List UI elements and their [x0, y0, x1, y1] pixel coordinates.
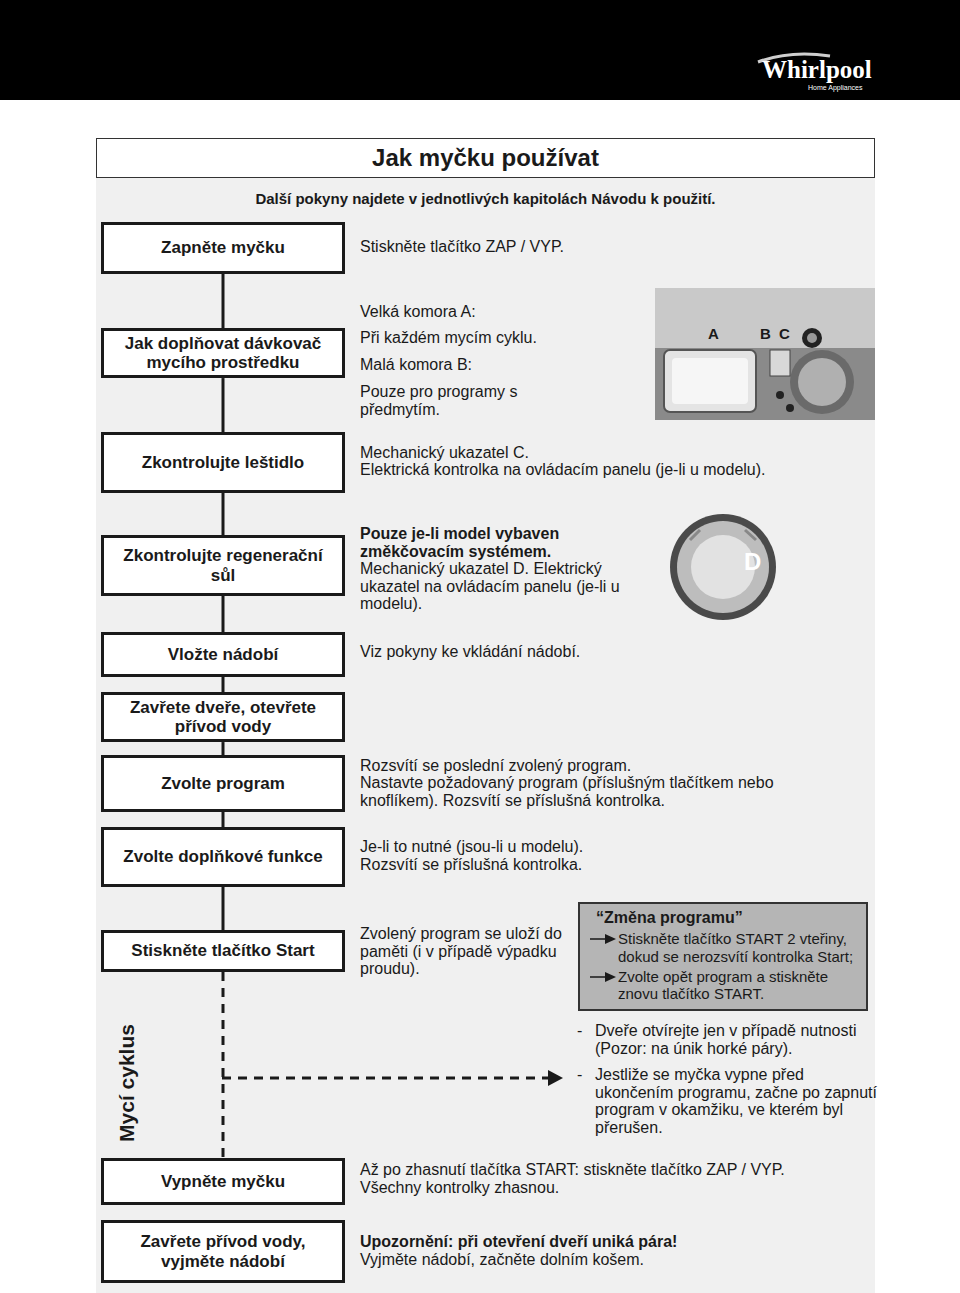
flow-connector — [223, 493, 224, 535]
content-ground — [96, 178, 875, 1293]
note-text: Zvolte opět program a stiskněte znovu tl… — [618, 968, 860, 1003]
step-note: Všechny kontrolky zhasnou. — [360, 1179, 850, 1197]
step-note: Pouze pro programy s předmytím. — [360, 383, 570, 418]
subtitle: Další pokyny najdete v jednotlivých kapi… — [96, 191, 875, 208]
connector-line — [222, 812, 225, 827]
bullet: - — [577, 1022, 591, 1040]
row-arrow-head — [605, 972, 616, 982]
connector-line — [222, 887, 225, 930]
step-note: Při každém mycím cyklu. — [360, 329, 640, 347]
step-note: Pouze je-li model vybaven změkčovacím sy… — [360, 525, 650, 560]
step-note: Dveře otvírejte jen v případě nutnosti (… — [595, 1022, 880, 1057]
title-text: Jak myčku používat — [372, 144, 599, 172]
step-note: Jestliže se myčka vypne před ukončením p… — [595, 1066, 880, 1136]
box-label: Zapněte myčku — [161, 238, 285, 257]
logo-subtext: Home Appliances — [808, 84, 878, 92]
box-label: Vypněte myčku — [161, 1172, 285, 1191]
note-row: Stiskněte tlačítko START 2 vteřiny, doku… — [586, 930, 860, 965]
box-label: Zavřete přívod vody, vyjměte nádobí — [110, 1232, 336, 1270]
connector-line — [222, 378, 225, 432]
flow-connector — [223, 378, 224, 432]
header-bar — [0, 0, 960, 100]
connector-line — [222, 493, 225, 535]
process-box: Zkontrolujte regenerační sůl — [101, 535, 345, 596]
title-box: Jak myčku používat — [96, 138, 875, 178]
row-arrow — [588, 933, 618, 945]
process-box: Zapněte myčku — [101, 222, 345, 274]
row-arrow — [588, 971, 618, 983]
step-note: Je-li to nutné (jsou-li u modelu). — [360, 838, 780, 856]
process-box: Zavřete přívod vody, vyjměte nádobí — [101, 1220, 345, 1283]
process-box: Zvolte doplňkové funkce — [101, 827, 345, 887]
flow-connector — [223, 677, 224, 692]
process-box: Zkontrolujte leštidlo — [101, 432, 345, 493]
part-letter: B — [760, 326, 780, 343]
note-heading: “Změna programu” — [586, 909, 860, 927]
dispenser-photo — [655, 288, 875, 420]
step-note: Vyjměte nádobí, začněte dolním košem. — [360, 1251, 850, 1269]
process-box: Zvolte program — [101, 755, 345, 812]
process-box: Jak doplňovat dávkovač mycího prostředku — [101, 328, 345, 378]
process-box: Stiskněte tlačítko Start — [101, 930, 345, 972]
process-box: Vypněte myčku — [101, 1158, 345, 1205]
note-text: Stiskněte tlačítko START 2 vteřiny, doku… — [618, 930, 860, 965]
flow-connector — [223, 742, 224, 755]
connector-line — [222, 274, 225, 328]
step-note: Rozsvítí se příslušná kontrolka. — [360, 856, 780, 874]
warning-note: Upozornění: při otevření dveří uniká pár… — [360, 1233, 850, 1251]
step-note: Elektrická kontrolka na ovládacím panelu… — [360, 461, 870, 479]
arrow-head — [548, 1070, 563, 1086]
box-label: Jak doplňovat dávkovač mycího prostředku — [110, 334, 336, 372]
row-arrow-shaft — [590, 976, 606, 978]
box-label: Zkontrolujte regenerační sůl — [110, 546, 336, 584]
note-row: Zvolte opět program a stiskněte znovu tl… — [586, 968, 860, 1003]
flow-connector — [223, 887, 224, 930]
note-box: “Změna programu” Stiskněte tlačítko START… — [578, 902, 868, 1011]
step-note: Mechanický ukazatel D. Elektrický ukazat… — [360, 560, 650, 613]
step-note: Rozsvítí se poslední zvolený program. — [360, 757, 840, 775]
step-note: Viz pokyny ke vkládání nádobí. — [360, 643, 780, 661]
connector-line — [222, 742, 225, 755]
box-label: Stiskněte tlačítko Start — [131, 941, 314, 960]
flow-connector — [223, 972, 224, 1158]
salt-cap-photo — [670, 514, 776, 620]
box-label: Zvolte program — [161, 774, 285, 793]
box-label: Zavřete dveře, otevřete přívod vody — [110, 698, 336, 736]
part-letter: D — [744, 549, 774, 575]
step-note: Velká komora A: — [360, 303, 640, 321]
step-note: Zvolený program se uloží do paměti (i v … — [360, 925, 565, 978]
flow-connector — [223, 596, 224, 632]
box-label: Vložte nádobí — [168, 645, 279, 664]
logo-text: Whirlpool — [762, 56, 892, 84]
process-box: Zavřete dveře, otevřete přívod vody — [101, 692, 345, 742]
connector-line — [222, 972, 225, 1158]
flow-connector — [223, 812, 224, 827]
flow-connector — [223, 274, 224, 328]
part-letter: A — [708, 326, 728, 343]
process-box: Vložte nádobí — [101, 632, 345, 677]
row-arrow-shaft — [590, 939, 606, 941]
cycle-dashed-line — [222, 1077, 548, 1080]
step-note: Nastavte požadovaný program (příslušným … — [360, 774, 840, 809]
bullet: - — [577, 1066, 591, 1084]
step-note: Mechanický ukazatel C. — [360, 444, 870, 462]
connector-line — [222, 596, 225, 632]
part-letter: C — [779, 326, 799, 343]
step-note: Stiskněte tlačítko ZAP / VYP. — [360, 238, 780, 256]
cycle-label: Mycí cyklus — [115, 1024, 138, 1142]
step-note: Až po zhasnutí tlačítka START: stiskněte… — [360, 1161, 850, 1179]
box-label: Zvolte doplňkové funkce — [123, 847, 322, 866]
row-arrow-head — [605, 934, 616, 944]
step-note: Malá komora B: — [360, 356, 640, 374]
box-label: Zkontrolujte leštidlo — [142, 453, 304, 472]
connector-line — [222, 677, 225, 692]
